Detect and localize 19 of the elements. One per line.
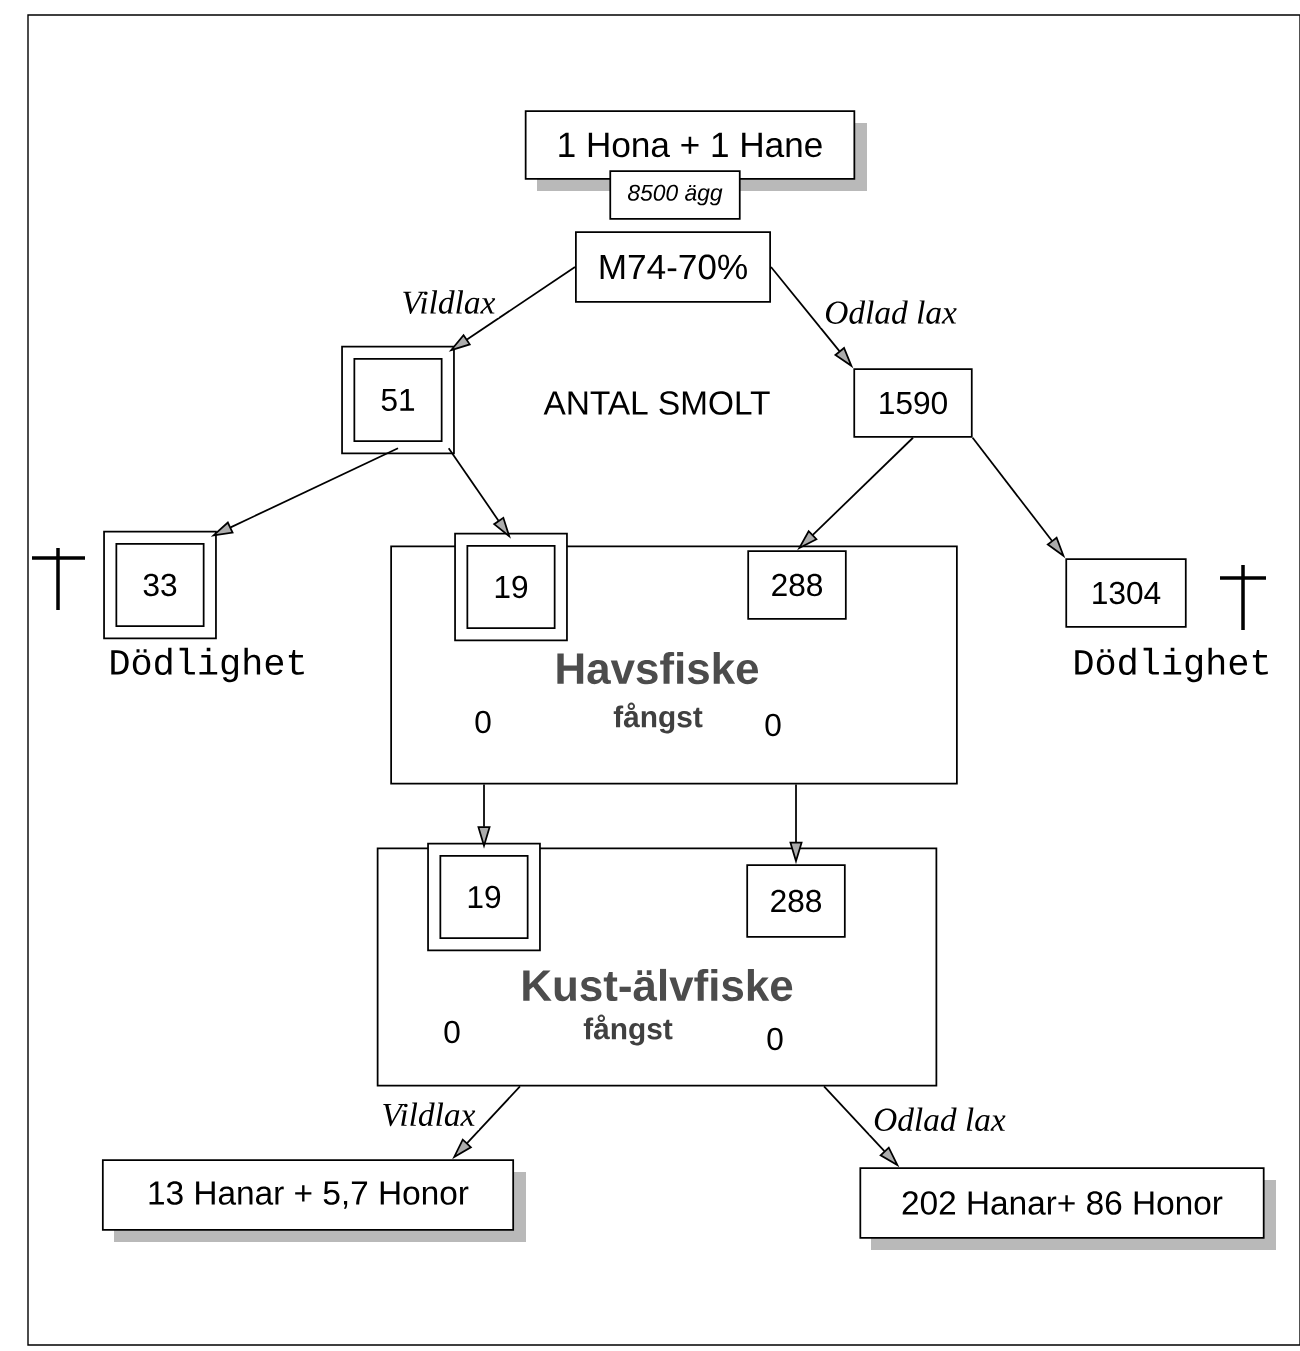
double-box: 33	[103, 530, 217, 640]
edge-label: Vildlax	[377, 1099, 479, 1130]
number-box: 1590	[853, 368, 973, 438]
section-label: ANTAL SMOLT	[543, 391, 770, 415]
double-box: 19	[454, 532, 568, 642]
number-box: 8500 ägg	[609, 170, 741, 220]
double-box: 19	[427, 842, 541, 952]
caption-text: Dödlighet	[111, 647, 304, 683]
shadowed-box: 13 Hanar + 5,7 Honor	[101, 1159, 526, 1242]
number-box: 1304	[1065, 558, 1187, 628]
edge-label: Odlad lax	[820, 296, 961, 328]
edge-label: Odlad lax	[869, 1104, 1010, 1135]
number-box: 288	[746, 864, 846, 938]
double-box: 51	[341, 345, 455, 455]
shadowed-box: 202 Hanar+ 86 Honor	[859, 1167, 1276, 1250]
caption-text: Dödlighet	[1075, 647, 1268, 683]
edge-label: Vildlax	[397, 286, 499, 318]
number-box: 288	[747, 550, 847, 620]
number-box: M74-70%	[575, 231, 771, 303]
